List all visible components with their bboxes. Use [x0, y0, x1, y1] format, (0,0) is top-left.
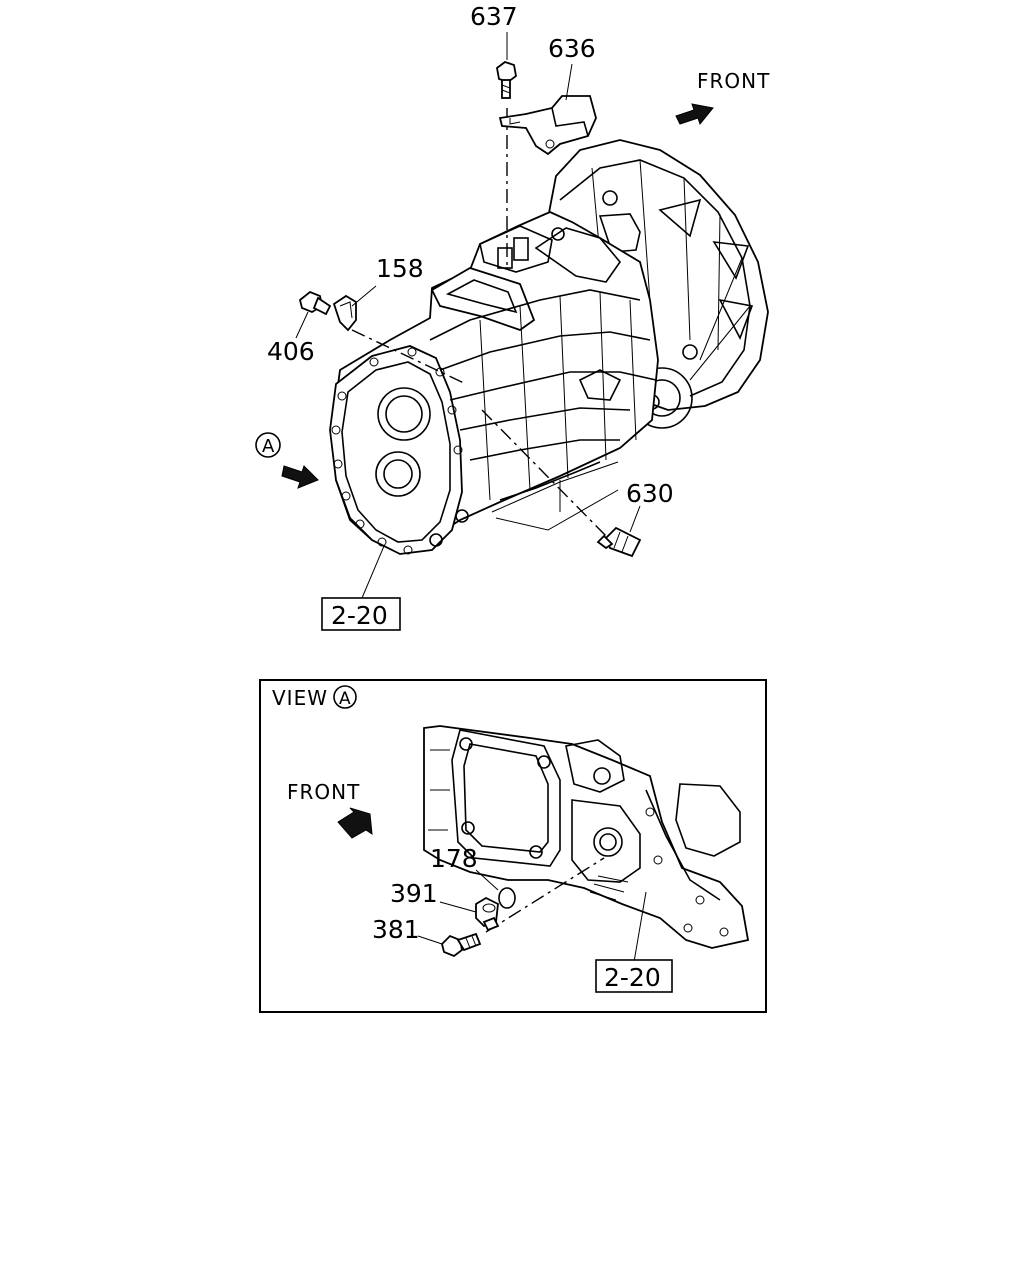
bracket-636-icon[interactable]	[498, 95, 597, 156]
o-ring-178-icon[interactable]	[498, 887, 516, 909]
leader-406	[295, 311, 309, 339]
ref-label-view: 2-20	[604, 963, 661, 992]
leader-158	[351, 285, 377, 307]
clip-158-icon[interactable]	[332, 294, 357, 332]
ref-label-main: 2-20	[331, 601, 388, 630]
callout-381[interactable]: 381	[372, 915, 420, 944]
bolt-381-icon[interactable]	[441, 932, 482, 958]
view-title-letter: A	[339, 689, 351, 709]
leader-391	[439, 901, 477, 913]
callout-630[interactable]: 630	[626, 479, 674, 508]
front-arrow-main-icon	[675, 103, 714, 126]
view-a-marker[interactable]	[255, 432, 281, 458]
leader-178	[475, 869, 499, 891]
view-title-marker	[333, 685, 357, 709]
view-title-prefix: VIEW	[272, 686, 328, 710]
front-arrow-view-icon	[337, 807, 373, 839]
assembly-line-view	[485, 857, 605, 933]
view-a-case-illustration	[423, 725, 750, 949]
ref-box-view[interactable]	[595, 959, 673, 993]
leader-636	[565, 63, 573, 101]
leader-ref-main	[361, 545, 385, 599]
front-label-view: FRONT	[287, 780, 360, 804]
leader-381	[417, 935, 443, 945]
switch-630-icon[interactable]	[596, 526, 642, 558]
leader-ref-view	[633, 891, 647, 963]
callout-406[interactable]: 406	[267, 337, 315, 366]
ref-box-main[interactable]	[321, 597, 401, 631]
callout-636[interactable]: 636	[548, 34, 596, 63]
bolt-406-icon[interactable]	[298, 290, 332, 316]
view-a-marker-letter: A	[262, 436, 275, 457]
callout-637[interactable]: 637	[470, 2, 518, 31]
view-a-arrow-icon	[281, 465, 319, 489]
callout-158[interactable]: 158	[376, 254, 424, 283]
plug-391-icon[interactable]	[475, 896, 500, 932]
transmission-assembly-illustration	[329, 139, 769, 555]
view-a-inset-frame	[259, 679, 767, 1013]
callout-178[interactable]: 178	[430, 844, 478, 873]
leader-630	[629, 505, 641, 533]
front-label-main: FRONT	[697, 69, 770, 93]
assembly-lines-main	[351, 108, 619, 539]
callout-391[interactable]: 391	[390, 879, 438, 908]
bolt-637-icon[interactable]	[496, 60, 517, 99]
